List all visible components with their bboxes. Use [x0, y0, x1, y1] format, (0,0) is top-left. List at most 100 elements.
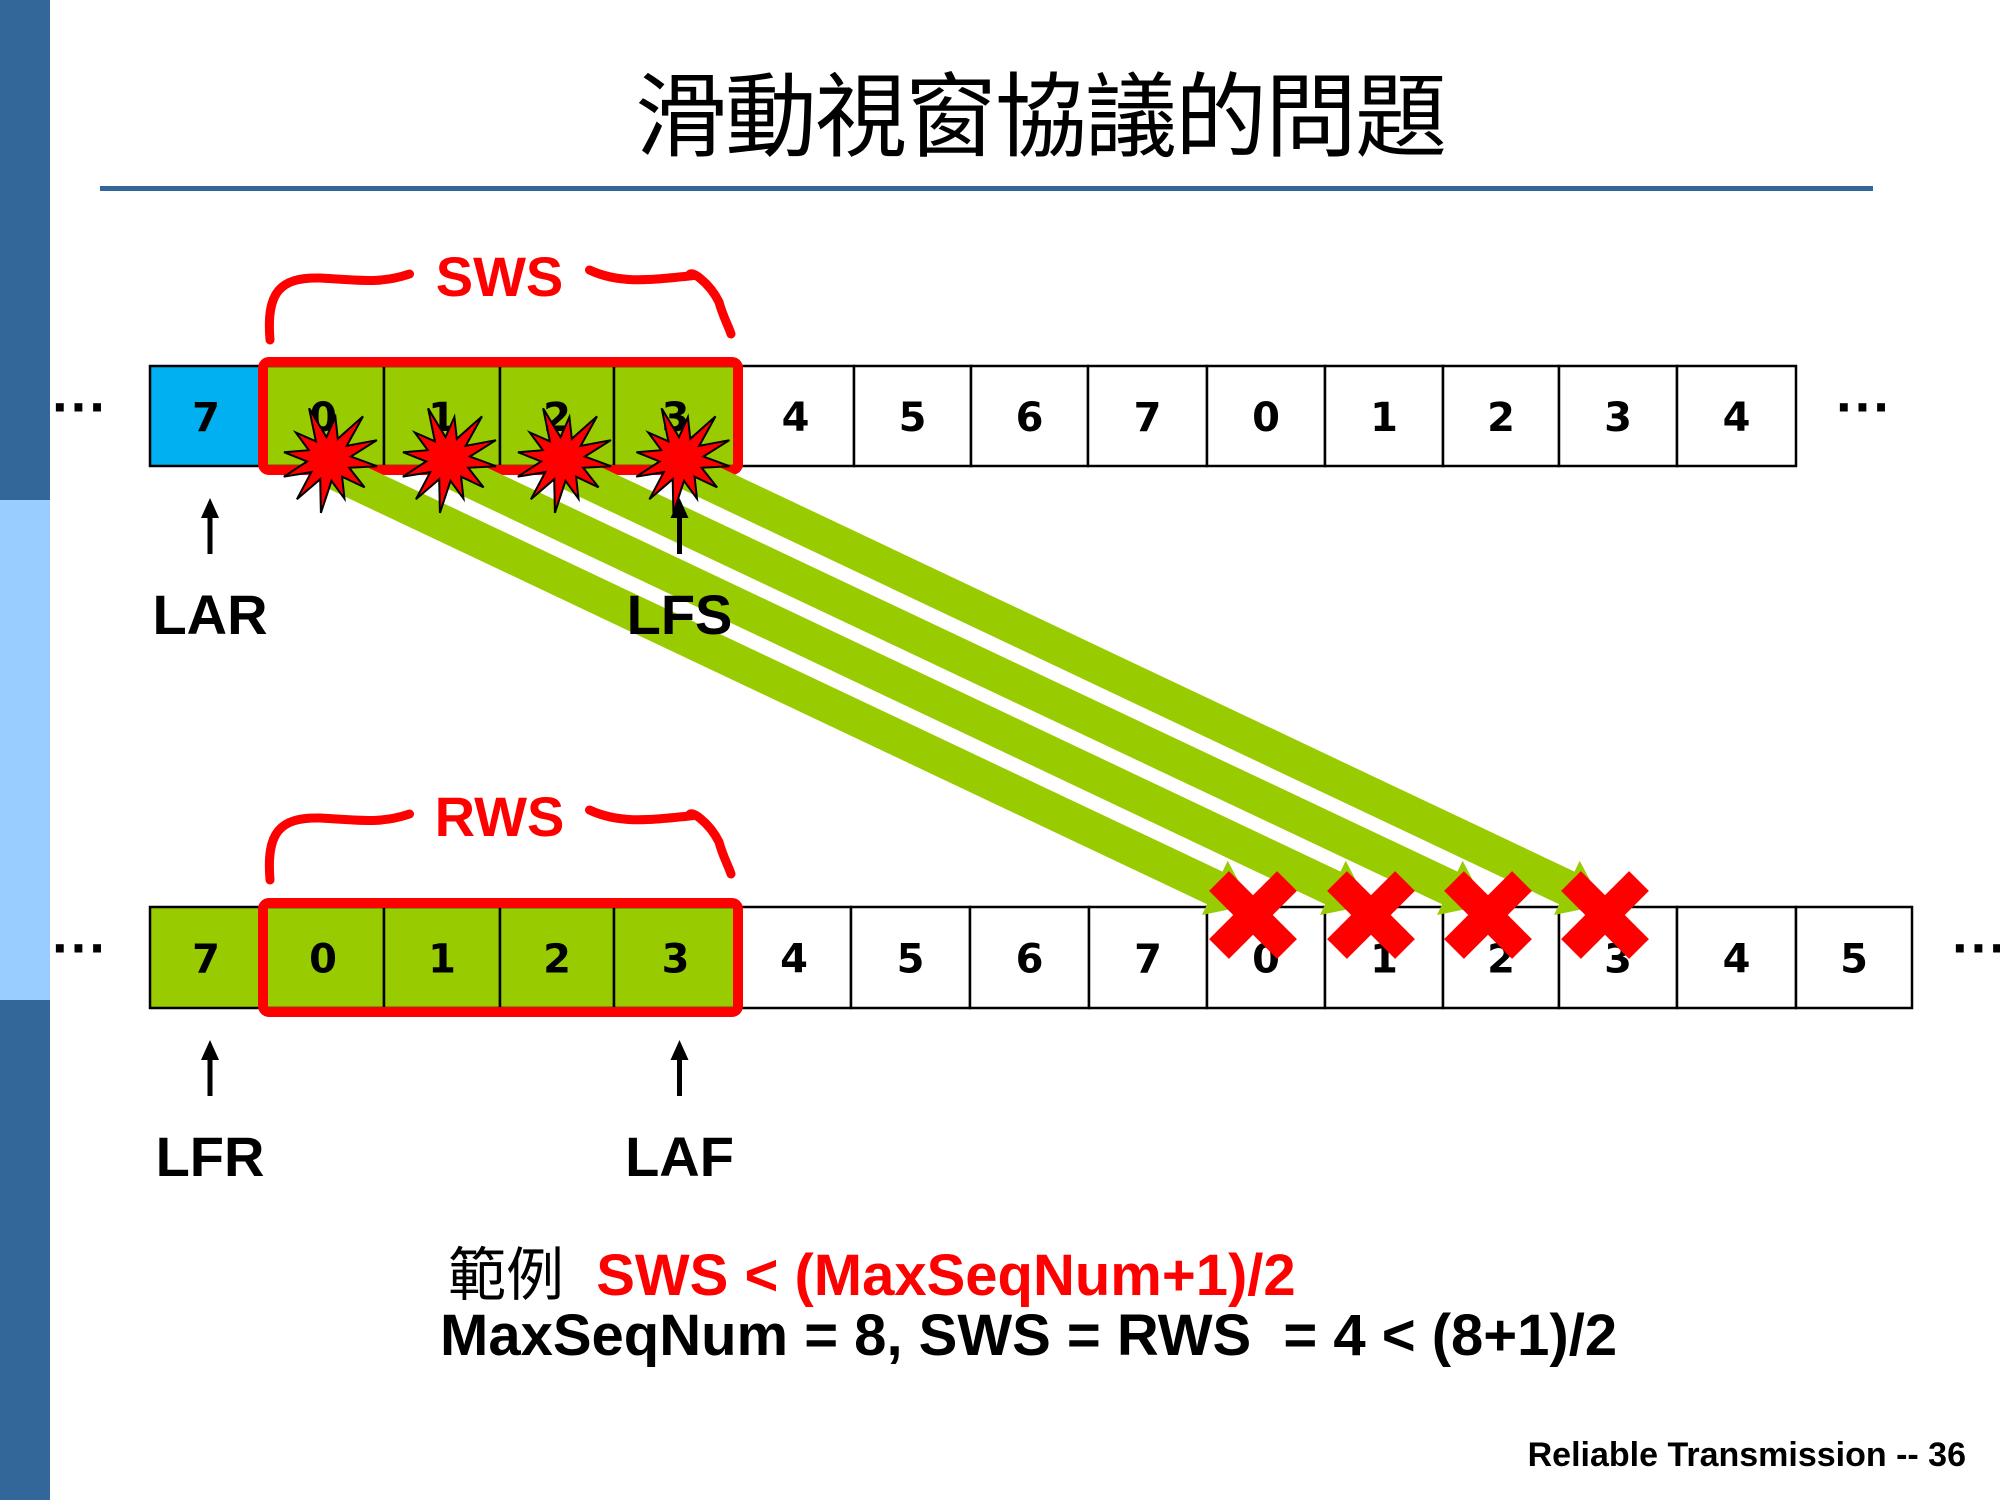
receiver-ellipsis-left: ··· [52, 916, 108, 979]
cell-seq-number: 7 [192, 395, 220, 441]
explosion-burst-icon [402, 407, 497, 514]
x-stroke [1327, 871, 1415, 959]
sender-window-label: SWS [436, 245, 564, 308]
reject-x-icon [1561, 871, 1649, 959]
formula-prefix: 範例 [448, 1241, 565, 1309]
slide-title: 滑動視窗協議的問題 [634, 64, 1447, 171]
cell-box [148, 905, 264, 1010]
receiver-seq-cell: 7 [1087, 905, 1209, 1010]
cell-box [1205, 364, 1327, 468]
pointer-lfr: LFR [156, 1040, 265, 1188]
cell-seq-number: 7 [192, 937, 220, 983]
transmission-band-arrow [444, 454, 1369, 915]
receiver-seq-cell: 1 [382, 905, 502, 1010]
window-pointers: LAR LFS LFR LAF [152, 498, 734, 1188]
pointer-label: LAF [625, 1125, 734, 1188]
sender-seq-cell: 6 [969, 364, 1090, 468]
explosion-burst-icon [283, 407, 378, 514]
receiver-seq-cell: 7 [148, 905, 264, 1010]
sidebar-bottom-band [0, 1000, 50, 1500]
loss-bursts [283, 407, 730, 514]
cell-box [849, 905, 972, 1010]
cell-box [1675, 364, 1798, 468]
sender-seq-cell: 1 [1323, 364, 1445, 468]
pointer-label: LFS [627, 583, 733, 646]
transmission-band-arrow [325, 454, 1251, 915]
receiver-ellipsis-right: ··· [1952, 916, 2000, 979]
sidebar-middle-band [0, 500, 50, 1000]
cell-box [968, 905, 1091, 1010]
receiver-window-frame [258, 898, 743, 1017]
cell-seq-number: 1 [1370, 395, 1398, 441]
transmission-bands [325, 454, 1603, 915]
receiver-seq-cell: 4 [1675, 905, 1798, 1010]
pointer-laf: LAF [625, 1040, 734, 1188]
sender-seq-cell: 2 [1441, 364, 1561, 468]
receiver-seq-cell: 2 [498, 905, 616, 1010]
receiver-seq-cell: 5 [1794, 905, 1914, 1010]
receiver-seq-cell: 4 [735, 905, 853, 1010]
x-stroke [1444, 871, 1532, 959]
cell-seq-number: 7 [1134, 937, 1162, 983]
sender-seq-cell: 4 [735, 364, 856, 468]
cell-box [1794, 905, 1914, 1010]
sender-ellipsis-right: ··· [1836, 375, 1892, 438]
explosion-burst-icon [517, 407, 612, 514]
reject-x-icon [1209, 871, 1297, 959]
receiver-window-label: RWS [435, 785, 565, 848]
reject-crosses [1209, 871, 1649, 959]
sender-seq-cell: 0 [1205, 364, 1327, 468]
sender-window-frame [258, 357, 743, 475]
receiver-seq-cell: 6 [968, 905, 1091, 1010]
pointer-label: LAR [152, 583, 267, 646]
cell-seq-number: 5 [899, 395, 927, 441]
cell-seq-number: 2 [1487, 395, 1515, 441]
cell-box [1323, 364, 1445, 468]
sender-brace-right [585, 265, 736, 339]
formula-rule: SWS < (MaxSeqNum+1)/2 [596, 1243, 1296, 1308]
receiver-brace-right [585, 805, 736, 879]
sender-seq-cell: 7 [1086, 364, 1209, 468]
cell-seq-number: 4 [782, 395, 810, 441]
receiver-seq-cell: 0 [260, 905, 386, 1010]
cell-box [1441, 364, 1561, 468]
cell-seq-number: 6 [1016, 395, 1044, 441]
receiver-seq-cell: 3 [612, 905, 739, 1010]
cell-seq-number: 5 [897, 937, 925, 983]
cell-box [1086, 364, 1209, 468]
pointer-lar: LAR [152, 498, 268, 646]
title-divider [100, 186, 1873, 191]
window-braces: SWS RWS [264, 245, 736, 885]
cell-box [1087, 905, 1209, 1010]
cell-seq-number: 4 [1723, 937, 1751, 983]
cell-seq-number: 0 [309, 937, 337, 983]
sender-seq-cell: 7 [148, 364, 264, 468]
sender-seq-cell: 5 [852, 364, 973, 468]
formula-rule-line: 範例 SWS < (MaxSeqNum+1)/2 [448, 1228, 1296, 1312]
sender-seq-cell: 4 [1675, 364, 1798, 468]
reject-x-icon [1444, 871, 1532, 959]
arrow-head-icon [201, 498, 219, 518]
sidebar-top-band [0, 0, 50, 500]
cell-seq-number: 4 [1723, 395, 1751, 441]
pointer-lfs: LFS [627, 498, 733, 646]
arrow-head-icon [670, 1040, 689, 1060]
cell-seq-number: 5 [1840, 937, 1868, 983]
cell-seq-number: 7 [1134, 395, 1162, 441]
cell-seq-number: 6 [1016, 937, 1044, 983]
transmission-band-arrow [677, 454, 1603, 915]
sender-seq-cell: 3 [1557, 364, 1679, 468]
cell-seq-number: 0 [1252, 395, 1280, 441]
cell-box [1557, 364, 1679, 468]
reject-x-icon [1327, 871, 1415, 959]
slide-footer: Reliable Transmission -- 36 [1527, 1436, 1966, 1474]
cell-seq-number: 2 [543, 937, 571, 983]
sender-ellipsis-left: ··· [52, 375, 108, 438]
pointer-label: LFR [156, 1125, 265, 1188]
cell-box [260, 905, 386, 1010]
receiver-seq-cell: 5 [849, 905, 972, 1010]
cell-seq-number: 4 [780, 937, 808, 983]
cell-seq-number: 1 [428, 937, 456, 983]
transmission-band-arrow [559, 454, 1486, 915]
